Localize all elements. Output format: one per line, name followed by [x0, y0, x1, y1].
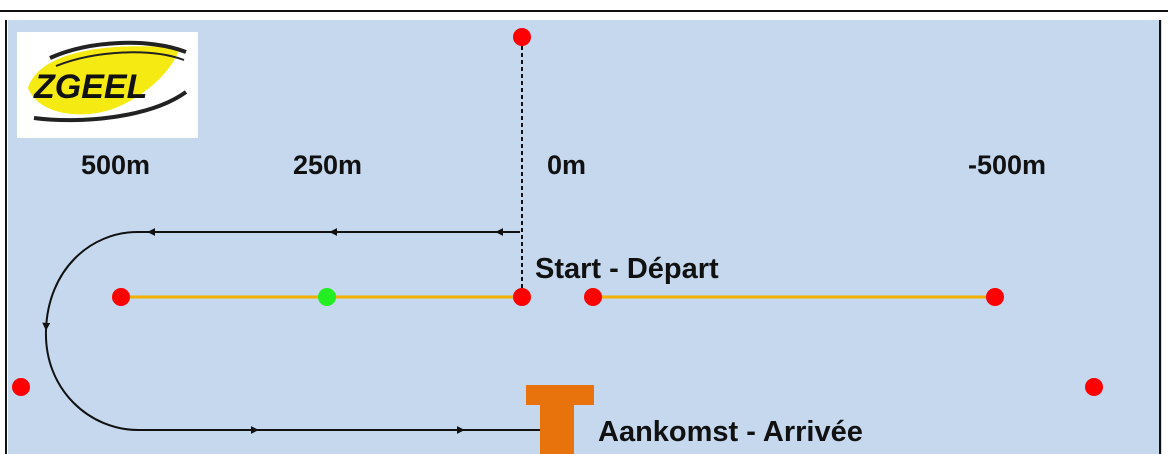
marker-minus-500m — [986, 288, 1004, 306]
marker-left-edge — [12, 378, 30, 396]
distance-label-250m: 250m — [293, 150, 362, 180]
logo-text: ZGEEL — [33, 68, 147, 106]
marker-start — [513, 288, 531, 306]
zgeel-logo: ZGEEL — [17, 32, 198, 138]
distance-label-500m: 500m — [81, 150, 150, 180]
marker-250m-green — [318, 288, 336, 306]
marker-east-start — [584, 288, 602, 306]
marker-500m — [112, 288, 130, 306]
distance-label-minus-500m: -500m — [968, 150, 1046, 180]
route-turn-lower — [44, 329, 139, 431]
route-turn-upper — [42, 231, 148, 331]
start-label: Start - Départ — [535, 253, 719, 285]
marker-right-edge — [1085, 378, 1103, 396]
finish-post — [526, 385, 594, 454]
marker-top — [513, 28, 531, 46]
distance-label-0m: 0m — [547, 150, 586, 180]
field-background — [8, 20, 1162, 454]
finish-label: Aankomst - Arrivée — [598, 416, 863, 448]
